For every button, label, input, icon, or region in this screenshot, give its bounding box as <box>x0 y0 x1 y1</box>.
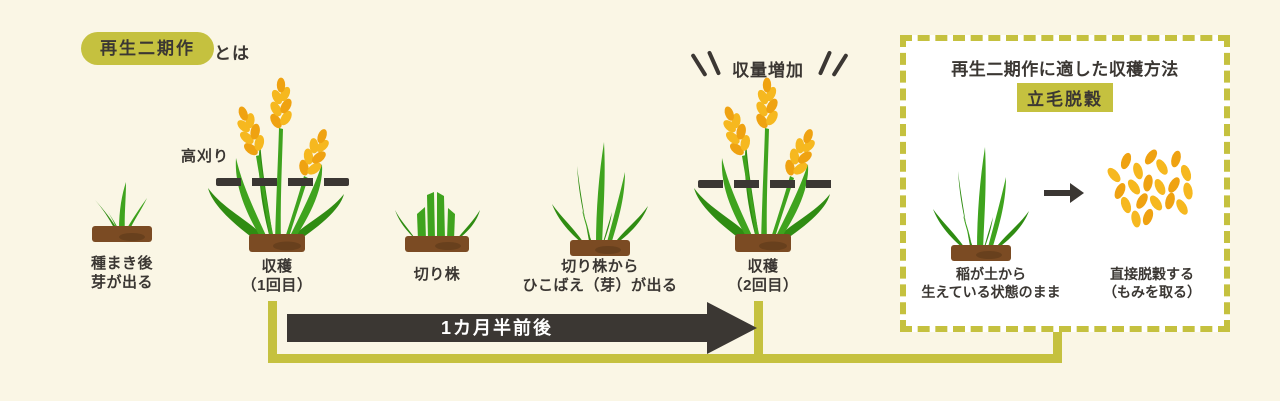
stage-label-stubble: 切り株 <box>357 265 517 284</box>
stage-label-line: （1回目） <box>241 277 313 294</box>
high-cut-label: 高刈り <box>181 148 230 165</box>
stage-label-line: 切り株から <box>561 258 639 275</box>
method-box-title: 再生二期作に適した収穫方法 <box>951 60 1179 79</box>
emphasis-mark-icon <box>831 52 849 78</box>
caption-line: （もみを取る） <box>1103 284 1201 300</box>
stage-label-line: 種まき後 <box>90 255 153 272</box>
duration-label: 1カ月半前後 <box>440 318 553 338</box>
stage-label-seed: 種まき後 芽が出る <box>42 254 202 292</box>
title-badge: 再生二期作 <box>81 32 214 65</box>
title-suffix: とは <box>214 44 250 63</box>
yield-increase-callout: 収量増加 <box>732 61 804 80</box>
duration-arrow-body <box>287 314 707 342</box>
caption-line: 直接脱穀する <box>1110 266 1194 282</box>
rice-grains-icon <box>1096 143 1206 228</box>
timeline-bracket-mid <box>754 301 763 354</box>
caption-line: 生えている状態のまま <box>921 284 1061 300</box>
timeline-bracket-bottom <box>268 354 1062 363</box>
rice-sprout-icon <box>82 176 162 248</box>
regrowth-icon <box>542 136 658 258</box>
stage-label-line: （2回目） <box>727 277 799 294</box>
method-highlight-badge: 立毛脱穀 <box>1017 83 1113 112</box>
stage-label-harvest2: 収穫 （2回目） <box>683 257 843 295</box>
standing-rice-icon <box>923 141 1039 263</box>
duration-arrow-head-icon <box>707 302 757 354</box>
timeline-bracket-left <box>268 301 277 363</box>
duration-arrow: 1カ月半前後 <box>287 302 757 354</box>
method-right-caption: 直接脱穀する （もみを取る） <box>1072 265 1232 301</box>
cut-height-line <box>216 178 349 186</box>
timeline-bracket-right <box>1053 332 1062 354</box>
harvest-method-box: 再生二期作に適した収穫方法 立毛脱穀 稲が土から 生えている状態のまま 直接脱穀… <box>900 35 1230 332</box>
stage-label-regrowth: 切り株から ひこばえ（芽）が出る <box>500 257 700 295</box>
stage-label-line: ひこばえ（芽）が出る <box>522 277 678 294</box>
stage-label-line: 芽が出る <box>90 274 153 291</box>
stage-label-harvest1: 収穫 （1回目） <box>197 257 357 295</box>
rice-plant-harvest1-icon <box>202 72 352 262</box>
method-left-caption: 稲が土から 生えている状態のまま <box>896 265 1086 301</box>
stage-label-line: 切り株 <box>413 266 461 283</box>
cut-height-line <box>698 180 834 188</box>
rice-plant-harvest2-icon <box>688 72 838 262</box>
stubble-icon <box>392 180 484 254</box>
caption-line: 稲が土から <box>956 266 1026 282</box>
stage-label-line: 収穫 <box>747 258 779 275</box>
arrow-right-icon <box>1044 181 1084 205</box>
stage-label-line: 収穫 <box>261 258 293 275</box>
